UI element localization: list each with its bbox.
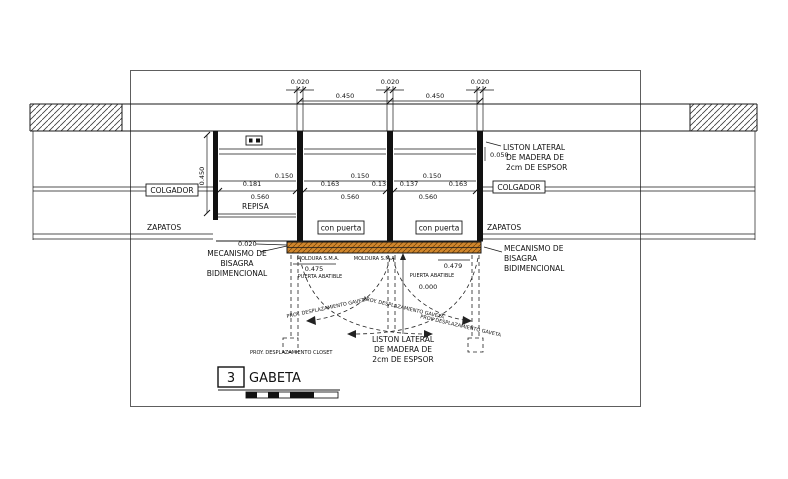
dim-450-2: 0.450 [426,92,445,100]
dim-c3-b: 0.150 [423,172,442,180]
mecanismo-left-note: MECANISMO DE BISAGRA BIDIMENCIONAL [207,245,288,278]
colgador-left-label: COLGADOR [150,186,193,195]
con-puerta-box-2 [415,220,463,235]
carcass [32,131,756,242]
dim-left-450: 0.450 [198,167,206,186]
divider-3 [477,131,483,241]
divider-1 [297,131,303,241]
dim-c2-b: 0.150 [351,172,370,180]
sheet-frame [130,70,641,407]
title-block: 3 GABETA [217,366,340,399]
dim-475: 0.475 [305,265,324,273]
liston-bottom-2: DE MADERA DE [374,345,432,354]
mecanismo-right-2: BISAGRA [504,254,538,263]
liston-bottom-1: LISTON LATERAL [372,335,435,344]
dim-c2-w: 0.560 [341,193,360,201]
dim-c3-c: 0.163 [449,180,468,188]
mecanismo-left-1: MECANISMO DE [207,249,267,258]
dim-c1-a: 0.181 [243,180,262,188]
dim-bar-020: 0.020 [238,240,257,248]
gaveta-projection-left [282,337,299,353]
swing-arrow-3 [306,316,316,325]
right-closet: COLGADOR ZAPATOS [483,180,755,240]
dim-020-1: 0.020 [291,78,310,86]
mecanismo-right-1: MECANISMO DE [504,244,564,253]
dim-479: 0.479 [444,262,463,270]
dim-c3-w: 0.560 [419,193,438,201]
dim-c3-a: 0.137 [400,180,419,188]
puerta-abatible-1: PUERTA ABATIBLE [298,274,342,280]
liston-bottom-note: LISTON LATERAL DE MADERA DE 2cm DE ESPSO… [372,253,435,364]
beam-hatch-left [30,104,122,131]
interior-dimensions: 0.181 0.150 0.560 0.163 0.150 0.137 0.56… [215,147,509,201]
swing-arrow-2 [347,330,356,338]
left-closet: COLGADOR ZAPATOS REPISA [33,183,270,240]
detail-number-box [217,366,245,388]
top-beam [29,103,758,132]
detail-title: GABETA [249,371,301,386]
gaveta-projection-right [467,337,484,353]
liston-right-1: LISTON LATERAL [503,143,566,152]
zapatos-left-label: ZAPATOS [147,223,181,232]
left-wall [213,131,218,220]
beam-hatch-right [690,104,757,131]
swing-arrow-4 [462,316,472,325]
proy-closet: PROY. DESPLAZAMIENTO CLOSET [250,350,333,356]
dim-020-3: 0.020 [471,78,490,86]
dim-000: 0.000 [419,283,438,291]
top-dimensions: 0.020 0.020 0.020 0.450 0.450 [286,78,494,131]
colgador-left-box [145,183,199,197]
mecanismo-right-note: MECANISMO DE BISAGRA BIDIMENCIONAL [483,244,565,273]
under-strip-annotations: MOLDURA S.M.A. MOLDURA S.M.A. 0.475 PUER… [293,256,470,291]
dim-c1-w: 0.560 [251,193,270,201]
mecanismo-right-3: BIDIMENCIONAL [504,264,565,273]
colgador-right-label: COLGADOR [497,183,540,192]
liston-right-3: 2cm DE ESPSOR [506,163,567,172]
dim-c2-a: 0.163 [321,180,340,188]
moldura-label-1: MOLDURA S.M.A. [297,256,340,262]
mecanismo-left-3: BIDIMENCIONAL [207,269,268,278]
left-vertical-dim: 0.450 [198,131,211,217]
dim-c2-c: 0.137 [372,180,391,188]
colgador-right-box [492,180,546,194]
dim-c1-b: 0.150 [275,172,294,180]
detail-number: 3 [227,371,235,386]
con-puerta-label-1: con puerta [321,224,362,233]
repisa-label: REPISA [242,202,270,211]
mecanismo-left-2: BISAGRA [220,259,254,268]
detail-tag [245,135,263,146]
liston-right-2: DE MADERA DE [506,153,564,162]
con-puerta-box-1 [317,220,365,235]
con-puerta-label-2: con puerta [419,224,460,233]
divider-2 [387,131,393,241]
zapatos-right-label: ZAPATOS [487,223,521,232]
wood-strip [286,241,482,254]
puerta-abatible-2: PUERTA ABATIBLE [410,273,454,279]
liston-leader-arrow [400,253,406,260]
swing-arrow-1 [424,330,433,338]
proy-gaveta-left: PROY. DESPLAZAMIENTO GAVETA [286,297,369,320]
dim-020-2: 0.020 [381,78,400,86]
dim-right-050: 0.050 [490,151,509,159]
liston-bottom-3: 2cm DE ESPSOR [372,355,433,364]
liston-right-note: LISTON LATERAL DE MADERA DE 2cm DE ESPSO… [485,141,567,172]
moldura-label-2: MOLDURA S.M.A. [354,256,397,262]
dim-450-1: 0.450 [336,92,355,100]
